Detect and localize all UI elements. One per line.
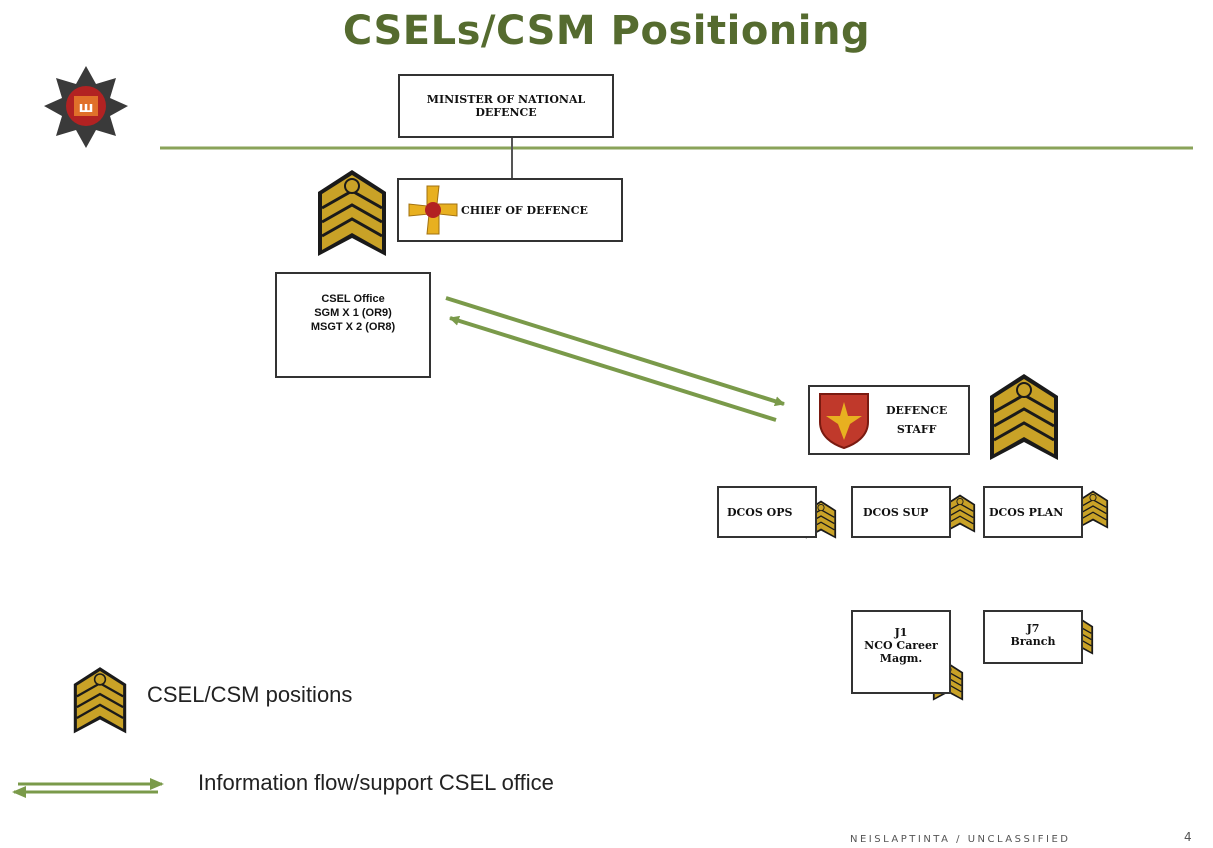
j1-box: J1 NCO Career Magm. (851, 610, 951, 694)
defence-staff-line2: STAFF (896, 423, 937, 436)
page-title: CSELs/CSM Positioning (342, 8, 871, 54)
j7-line2: Branch (1010, 635, 1056, 648)
classification-footer: NEISLAPTINTA / UNCLASSIFIED (850, 834, 1071, 845)
defence-staff-box: DEFENCE STAFF (808, 385, 970, 455)
defence-staff-shield-icon (819, 393, 869, 450)
chevron-icon-defence-staff (988, 372, 1060, 462)
chod-box: CHIEF OF DEFENCE (397, 178, 623, 242)
chod-label: CHIEF OF DEFENCE (461, 203, 588, 217)
flow-arrow-to-csel (449, 315, 777, 422)
chod-cross-icon (408, 185, 458, 235)
dcos-sup-label: DCOS SUP (863, 505, 929, 519)
dcos-ops-label: DCOS OPS (727, 505, 793, 519)
j7-box: J7 Branch (983, 610, 1083, 664)
minister-label-line1: MINISTER OF NATIONAL (426, 93, 586, 106)
svg-text:ш: ш (79, 100, 94, 116)
defence-staff-line1: DEFENCE (886, 404, 948, 417)
legend-arrow-icon (12, 778, 164, 798)
chevron-icon-chod (316, 168, 388, 258)
csel-office-msgt: MSGT X 2 (OR8) (310, 321, 396, 333)
minister-label-line2: DEFENCE (475, 106, 537, 119)
minister-box: MINISTER OF NATIONAL DEFENCE (398, 74, 614, 138)
flow-arrow-to-staff (445, 296, 785, 407)
dcos-sup-box: DCOS SUP (851, 486, 951, 538)
j1-line2: NCO Career (864, 639, 938, 652)
chevron-icon-legend (72, 665, 128, 735)
csel-office-box: CSEL Office SGM X 1 (OR9) MSGT X 2 (OR8) (275, 272, 431, 378)
csel-office-title: CSEL Office (321, 293, 385, 305)
emblem-logo: ш (44, 66, 128, 148)
dcos-plan-label: DCOS PLAN (989, 505, 1064, 519)
dcos-plan-box: DCOS PLAN (983, 486, 1083, 538)
j1-line1: J1 (894, 626, 908, 639)
dcos-ops-box: DCOS OPS (717, 486, 817, 538)
j1-line3: Magm. (879, 652, 923, 665)
page-number: 4 (1184, 830, 1195, 844)
j7-line1: J7 (1026, 622, 1040, 635)
legend-arrow-label: Information flow/support CSEL office (198, 770, 554, 795)
csel-office-sgm: SGM X 1 (OR9) (314, 307, 392, 319)
legend-chevron-label: CSEL/CSM positions (147, 682, 353, 707)
